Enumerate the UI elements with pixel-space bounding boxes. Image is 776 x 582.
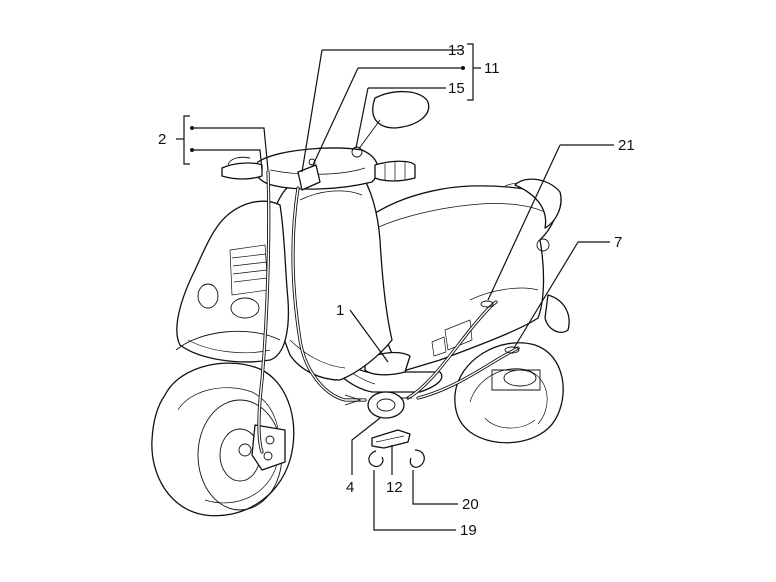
callout-1: 1 [336,302,344,319]
callout-19: 19 [460,522,477,539]
handlebar [221,91,430,190]
callout-21: 21 [618,137,635,154]
callout-15: 15 [448,80,465,97]
cables [257,170,520,454]
callout-2: 2 [158,131,166,148]
separate-parts [368,429,425,468]
callout-11: 11 [484,60,500,77]
callout-12: 12 [386,479,403,496]
cable-splitter [367,391,412,419]
leader-lines [176,43,614,531]
callout-20: 20 [462,496,479,513]
rear-body [349,178,570,373]
callout-7: 7 [614,234,622,251]
callout-13: 13 [448,42,465,59]
scooter-illustration [151,91,570,517]
callout-labels: 13 11 15 2 21 7 1 4 12 20 19 [158,42,635,539]
front-fairing [176,200,290,363]
rear-wheel [454,342,564,444]
callout-4: 4 [346,479,354,496]
